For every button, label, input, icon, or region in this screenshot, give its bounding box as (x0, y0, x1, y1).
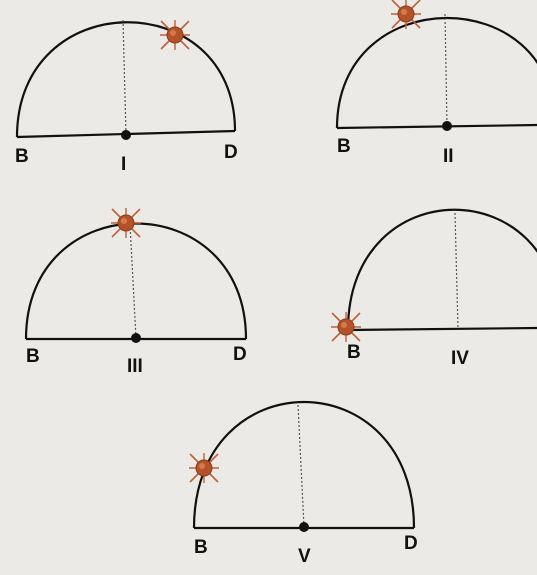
point-b-label: B (26, 346, 40, 367)
figure-2: B II (335, 0, 537, 167)
point-d-label: D (224, 142, 238, 163)
zenith-line (444, 13, 448, 127)
sun-path-arc (15, 21, 237, 138)
point-b-label: B (194, 537, 208, 558)
observer-point (299, 522, 309, 532)
figure-number: III (127, 356, 143, 377)
sun-icon (110, 207, 142, 239)
horizon-line (336, 123, 537, 130)
point-b-label: B (337, 136, 351, 157)
observer-point (442, 121, 452, 131)
sun-icon (188, 452, 220, 484)
observer-point (131, 333, 141, 343)
figure-number: II (443, 146, 454, 167)
sun-icon (330, 311, 362, 343)
figure-number: I (121, 154, 126, 175)
figure-number: IV (451, 348, 469, 369)
figure-1: B I D (15, 19, 238, 175)
zenith-line (297, 404, 305, 528)
horizon-line (347, 326, 537, 332)
sun-icon (159, 19, 191, 51)
zenith-line (129, 223, 137, 339)
point-b-label: B (347, 342, 361, 363)
sun-path-arc (346, 208, 537, 331)
sun-path-arc (24, 222, 248, 340)
point-b-label: B (15, 146, 29, 167)
sun-path-arc (192, 400, 416, 529)
sun-path-arc (335, 17, 537, 129)
figure-number: V (298, 546, 311, 567)
sun-icon (390, 0, 422, 30)
observer-point (121, 130, 131, 140)
figure-3: B III D (24, 207, 248, 377)
figure-4: B IV (330, 208, 537, 369)
point-d-label: D (404, 533, 418, 554)
point-d-label: D (233, 344, 247, 365)
figure-5: B V D (188, 400, 418, 567)
zenith-line (122, 19, 127, 136)
zenith-line (454, 212, 459, 330)
